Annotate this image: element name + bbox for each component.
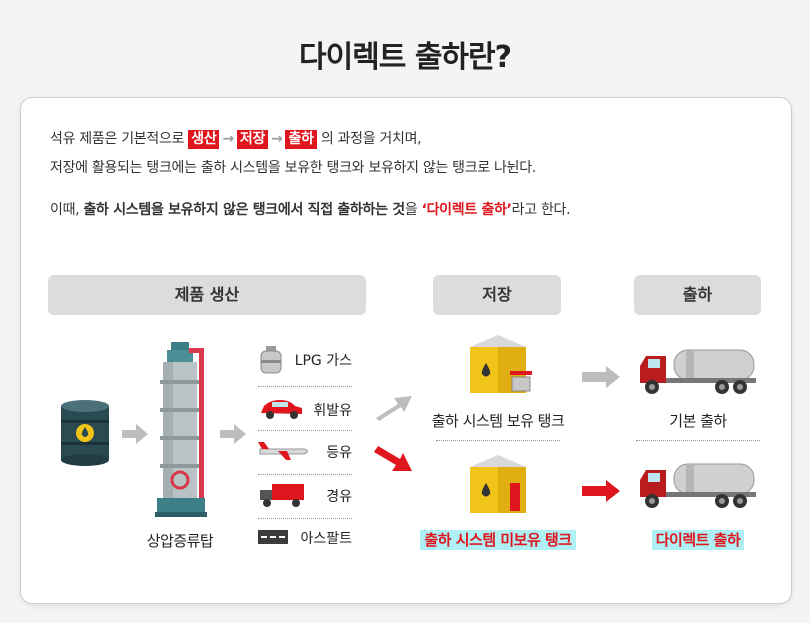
divider [258,386,352,387]
divider [258,430,352,431]
page-title: 다이렉트 출하란? [298,40,512,75]
car-icon [261,400,302,419]
storage-tank-icon [470,335,532,393]
list-item-kerosene: 등유 [258,430,352,472]
step-tag-storage: 저장 [236,130,269,149]
intro-line-2: 저장에 활용되는 탱크에는 출하 시스템을 보유한 탱크와 보유하지 않는 탱크… [50,160,536,176]
direct-shipping-text: 다이렉트 출하 [651,530,745,550]
divider [436,440,560,441]
intro-line3-pre: 이때, [50,202,80,218]
arrow-right-icon [122,424,148,444]
list-item-diesel: 경유 [258,474,352,516]
direct-shipping-label: 다이렉트 출하 [636,529,760,550]
arrow-up-right-icon [376,396,412,421]
header-shipping: 출하 [634,275,761,315]
storage-tank-icon [470,455,526,513]
tower-label: 상압증류탑 [146,532,214,550]
tank-with-label: 출하 시스템 보유 탱크 [431,412,565,430]
intro-line1-pre: 석유 제품은 기본적으로 [50,131,185,147]
road-icon [258,530,288,544]
basic-shipping-label: 기본 출하 [669,412,727,430]
list-item-asphalt: 아스팔트 [258,516,352,558]
tanker-truck-icon [640,349,756,394]
intro-line-3: 이때, 출하 시스템을 보유하지 않은 탱크에서 직접 출하하는 것을 ‘다이렉… [50,199,571,219]
content-card [20,97,792,604]
tanker-truck-icon [640,463,756,508]
header-storage: 저장 [433,275,561,315]
divider [258,518,352,519]
intro-line3-mid: 을 [404,202,418,218]
product-label: 아스팔트 [300,531,352,547]
airplane-icon [258,442,308,460]
header-production: 제품 생산 [48,275,366,315]
arrow-right-icon [582,366,620,388]
divider [636,440,760,441]
list-item-lpg: LPG 가스 [258,338,352,380]
step-tag-shipping: 출하 [285,130,317,149]
intro-line-1: 석유 제품은 기본적으로 생산→저장→출하 의 과정을 거치며, [50,128,422,149]
intro-line1-post: 의 과정을 거치며, [320,131,422,147]
tank-without-text: 출하 시스템 미보유 탱크 [420,530,576,550]
oil-barrel-icon [61,400,109,466]
divider [258,474,352,475]
arrow-right-icon [220,424,246,444]
list-item-gasoline: 휘발유 [258,388,352,430]
intro-line3-red: ‘다이렉트 출하’ [421,202,512,218]
arrow-right-icon: → [222,131,234,147]
product-label: 등유 [326,445,352,461]
product-label: 휘발유 [313,403,352,419]
lpg-cylinder-icon [260,346,282,374]
tank-without-label: 출하 시스템 미보유 탱크 [400,529,596,550]
distillation-tower-icon [155,342,207,517]
intro-line3-bold: 출하 시스템을 보유하지 않은 탱크에서 직접 출하하는 것 [83,202,405,218]
arrow-right-icon: → [271,131,283,147]
product-label: LPG 가스 [294,353,352,369]
truck-icon [260,484,304,507]
product-label: 경유 [326,489,352,505]
arrow-right-icon [582,480,620,502]
step-tag-production: 생산 [188,130,220,149]
arrow-down-right-icon [374,446,412,471]
intro-line3-post: 라고 한다. [511,202,571,218]
